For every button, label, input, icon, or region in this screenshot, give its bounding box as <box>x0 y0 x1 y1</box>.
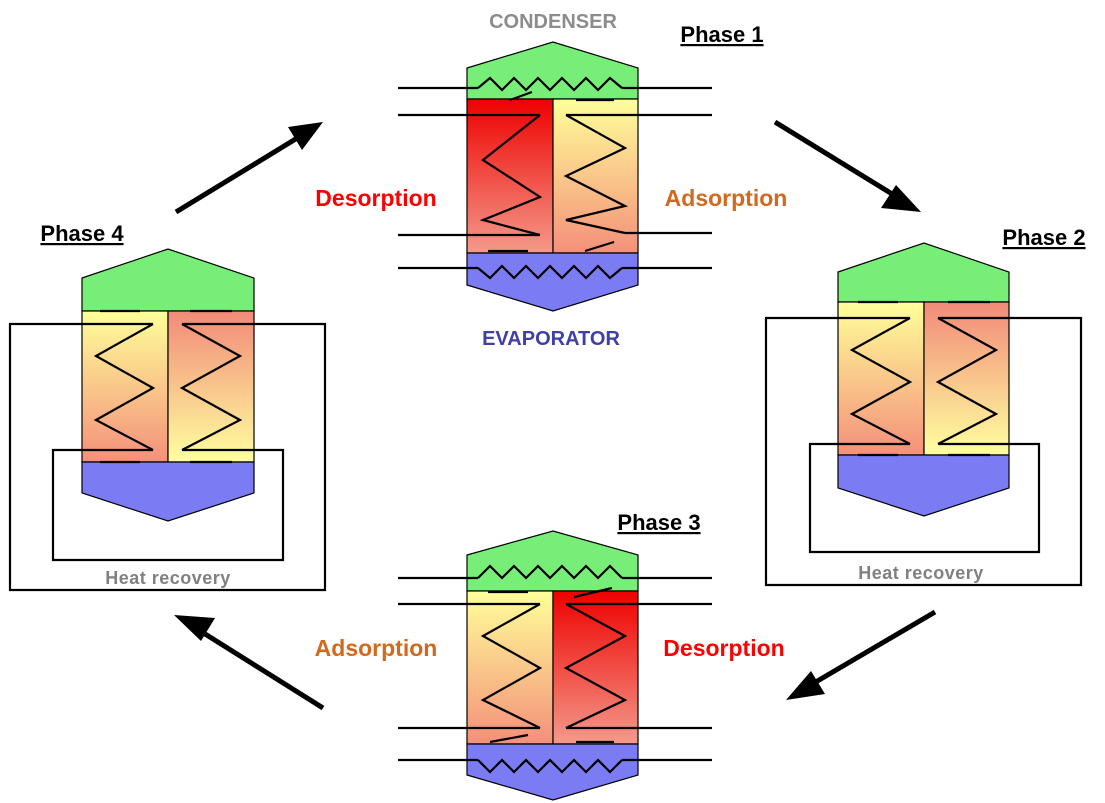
cycle-arrow-phase2-to-phase3 <box>786 609 937 700</box>
phase-1-title: Phase 1 <box>680 22 763 47</box>
phase-2-right-bed <box>923 301 1010 456</box>
phase-1-unit: CONDENSER Phase 1 <box>315 11 787 350</box>
phase-4-left-bed <box>81 310 169 463</box>
phase-4-unit: Phase 4 Heat recovery <box>8 221 327 592</box>
phase-2-heat-recovery-loop <box>764 300 1083 587</box>
phase-2-title: Phase 2 <box>1002 225 1085 250</box>
phase-2-evaporator-block <box>837 454 1010 517</box>
phase-3-adsorption-label: Adsorption <box>315 635 438 661</box>
condenser-block <box>466 41 639 100</box>
phase-3-unit: Phase 3 Adsorption Desorption <box>315 510 785 801</box>
phase-4-condenser-block <box>81 248 255 312</box>
phase-4-right-bed <box>167 310 255 463</box>
phase-4-evaporator-block <box>81 461 255 522</box>
phase-2-heat-recovery-label: Heat recovery <box>858 563 984 583</box>
phase-1-desorption-label: Desorption <box>315 185 436 211</box>
condenser-label: CONDENSER <box>489 11 617 33</box>
phase-4-title: Phase 4 <box>40 221 124 246</box>
phase-4-heat-recovery-loop <box>8 309 327 592</box>
desorption-bed <box>466 98 554 254</box>
cycle-arrow-phase1-to-phase2 <box>773 119 921 212</box>
evaporator-label: EVAPORATOR <box>482 328 620 350</box>
phase-2-left-bed <box>837 301 925 456</box>
phase-2-unit: Phase 2 Heat recovery <box>764 225 1086 587</box>
phase-3-piping <box>398 564 712 774</box>
cycle-arrow-phase4-to-phase1 <box>174 122 323 215</box>
phase-1-piping <box>398 76 712 280</box>
phase-1-adsorption-label: Adsorption <box>665 185 788 211</box>
phase-4-heat-recovery-label: Heat recovery <box>105 568 231 588</box>
phase-3-desorption-label: Desorption <box>663 635 784 661</box>
phase-3-evaporator-block <box>466 743 639 801</box>
phase-2-condenser-block <box>837 242 1010 303</box>
phase-3-condenser-block <box>466 530 639 592</box>
phase-3-title: Phase 3 <box>617 510 700 535</box>
cycle-arrow-phase3-to-phase4 <box>174 615 325 711</box>
evaporator-block <box>466 252 639 312</box>
